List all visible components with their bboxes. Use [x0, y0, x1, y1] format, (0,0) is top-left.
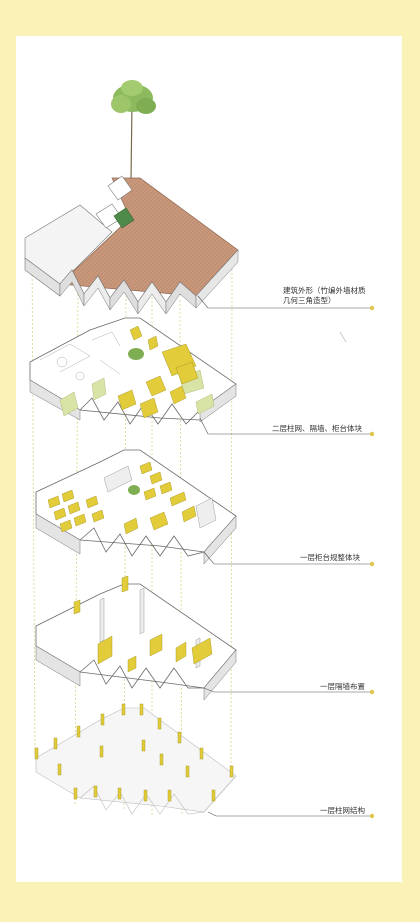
leader-dot-envelope: [369, 305, 375, 311]
label-building-envelope-line2: 几何三角造型）: [283, 296, 336, 305]
layer-first-floor-columns: [34, 703, 237, 815]
label-building-envelope: 建筑外形（竹编外墙材质 几何三角造型）: [283, 286, 366, 306]
leader-dot-columns: [369, 813, 375, 819]
tree-icon: [128, 485, 140, 495]
label-first-floor-partitions: 一层隔墙布置: [320, 682, 365, 691]
layer-second-floor: [29, 317, 237, 425]
layer-building-envelope: [24, 80, 239, 315]
label-building-envelope-line1: 建筑外形（竹编外墙材质: [283, 286, 366, 295]
layer-first-floor-counters: [35, 449, 237, 565]
leader-dot-counters: [369, 561, 375, 567]
leader-dot-second-floor: [369, 431, 375, 437]
label-first-floor-columns: 一层柱网结构: [320, 806, 365, 815]
tree-icon: [128, 348, 144, 360]
leader-dot-partitions: [369, 689, 375, 695]
leader-lines: [197, 295, 372, 817]
tree-icon: [111, 80, 156, 181]
label-first-floor-counters: 一层柜台规整体块: [300, 553, 360, 562]
label-second-floor: 二层柱网、隔墙、柜台体块: [272, 424, 362, 433]
layer-first-floor-partitions: [35, 575, 237, 701]
